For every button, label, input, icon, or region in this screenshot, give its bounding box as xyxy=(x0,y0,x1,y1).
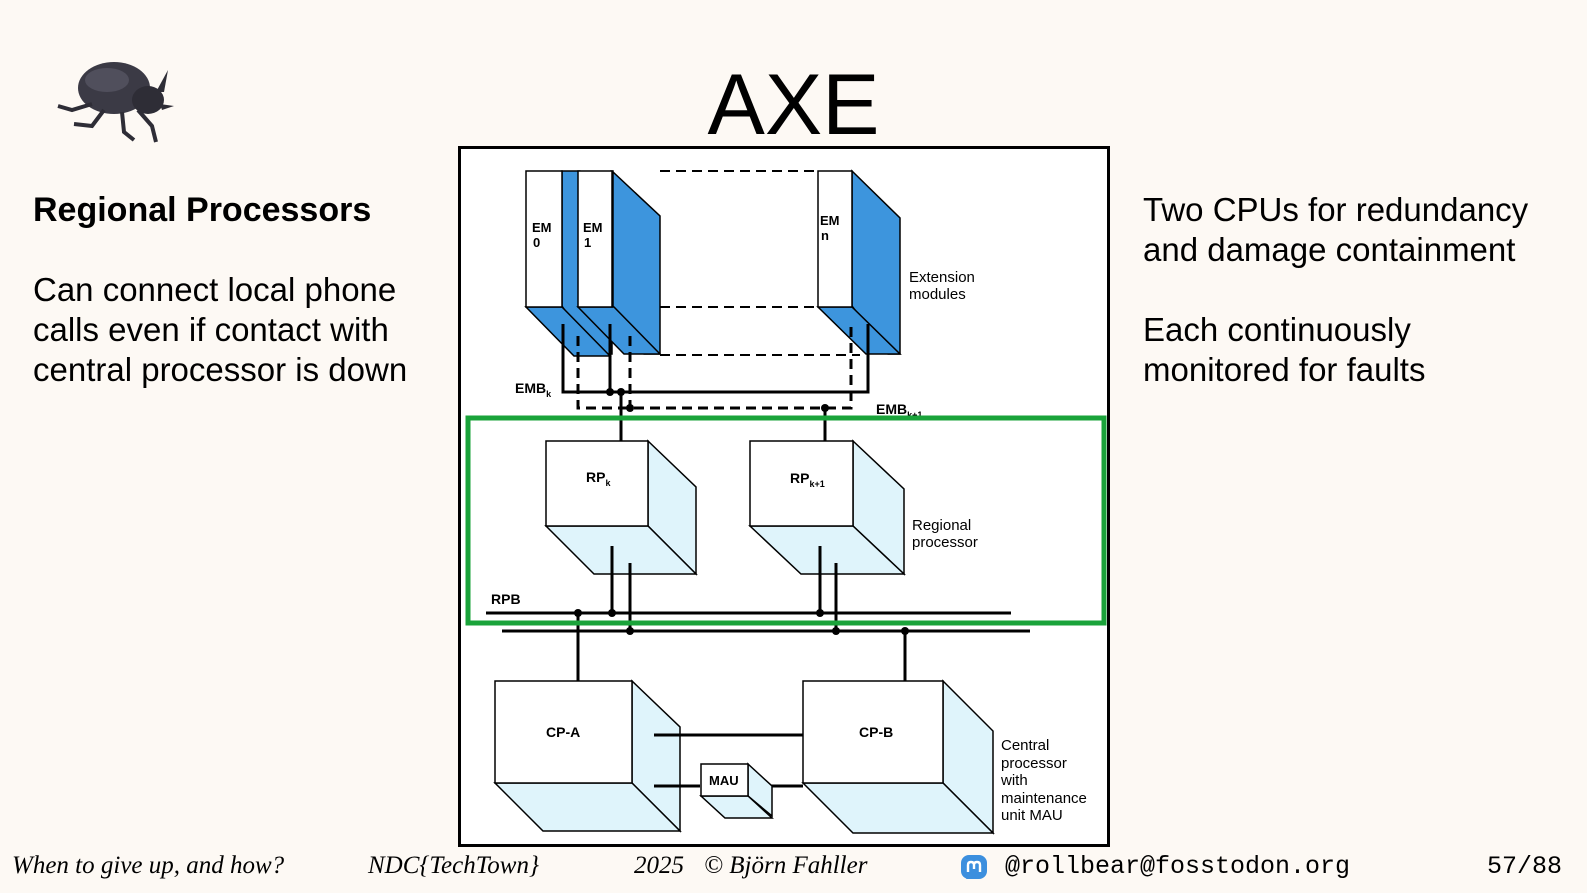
left-heading: Regional Processors xyxy=(33,191,372,229)
em0-label: EM xyxy=(532,220,552,235)
regional-highlight xyxy=(465,415,1107,626)
rp-k1-box: RPk+1 xyxy=(748,439,906,576)
extension-label-2: modules xyxy=(909,286,966,303)
rp-k1-main: RP xyxy=(790,470,809,486)
emb-k1-bus xyxy=(576,326,853,410)
central-label-4: maintenance xyxy=(1001,790,1087,807)
rpb-label: RPB xyxy=(491,591,521,607)
central-label-5: unit MAU xyxy=(1001,807,1063,824)
slide-title: AXE xyxy=(707,57,880,153)
rpb-bus xyxy=(486,546,1030,681)
central-label-2: processor xyxy=(1001,755,1067,772)
em0-index: 0 xyxy=(533,235,540,250)
emb-k-label: EMBk xyxy=(515,380,552,399)
emb-k-main: EMB xyxy=(515,380,546,396)
right-paragraph-1: Two CPUs for redundancy and damage conta… xyxy=(1143,191,1529,268)
rp-k1-label: RPk+1 xyxy=(790,470,825,489)
left-paragraph: Can connect local phone calls even if co… xyxy=(33,271,408,388)
cp-b-box: CP-B xyxy=(801,679,995,835)
left-text-column: Regional Processors Can connect local ph… xyxy=(33,190,438,390)
mastodon-icon xyxy=(960,854,988,882)
rp-k1-sub: k+1 xyxy=(809,479,824,489)
footer-conference: NDC{TechTown} xyxy=(368,852,539,879)
regional-label-1: Regional xyxy=(912,517,971,534)
emb-k1-label: EMBk+1 xyxy=(876,401,922,420)
emb-k1-main: EMB xyxy=(876,401,907,417)
rp-k-box: RPk xyxy=(544,439,698,576)
central-label-3: with xyxy=(1000,772,1028,789)
mau-box: MAU xyxy=(699,762,774,819)
em1-index: 1 xyxy=(584,235,591,250)
extension-label-1: Extension xyxy=(909,269,975,286)
em-module-n: EM n xyxy=(816,169,902,355)
central-label-1: Central xyxy=(1001,737,1049,754)
beetle-logo xyxy=(52,48,176,148)
footer-talk-title: When to give up, and how? xyxy=(12,852,285,879)
em-module-1: EM 1 xyxy=(576,170,662,355)
cp-a-label: CP-A xyxy=(546,724,580,740)
right-text-column: Two CPUs for redundancy and damage conta… xyxy=(1143,190,1563,430)
emn-index: n xyxy=(821,228,829,243)
mau-label: MAU xyxy=(709,773,739,788)
emn-label: EM xyxy=(820,213,840,228)
emb-k-sub: k xyxy=(546,389,552,399)
rp-k-label: RPk xyxy=(586,469,611,488)
cp-a-box: CP-A xyxy=(493,679,682,833)
cp-b-label: CP-B xyxy=(859,724,893,740)
em1-label: EM xyxy=(583,220,603,235)
rp-k-sub: k xyxy=(605,478,611,488)
footer: When to give up, and how? NDC{TechTown} … xyxy=(0,848,1587,888)
footer-page-number: 57/88 xyxy=(1487,852,1563,881)
rp-k-main: RP xyxy=(586,469,605,485)
footer-year: 2025 xyxy=(634,852,684,879)
footer-copyright: © Björn Fahller xyxy=(704,852,868,879)
emb-k1-sub: k+1 xyxy=(907,410,922,420)
footer-handle[interactable]: @rollbear@fosstodon.org xyxy=(1005,852,1351,881)
axe-architecture-diagram: EM 0 EM 1 EM n Extension modules EMBk EM… xyxy=(458,146,1110,847)
regional-label-2: processor xyxy=(912,534,978,551)
right-paragraph-2: Each continuously monitored for faults xyxy=(1143,311,1426,388)
